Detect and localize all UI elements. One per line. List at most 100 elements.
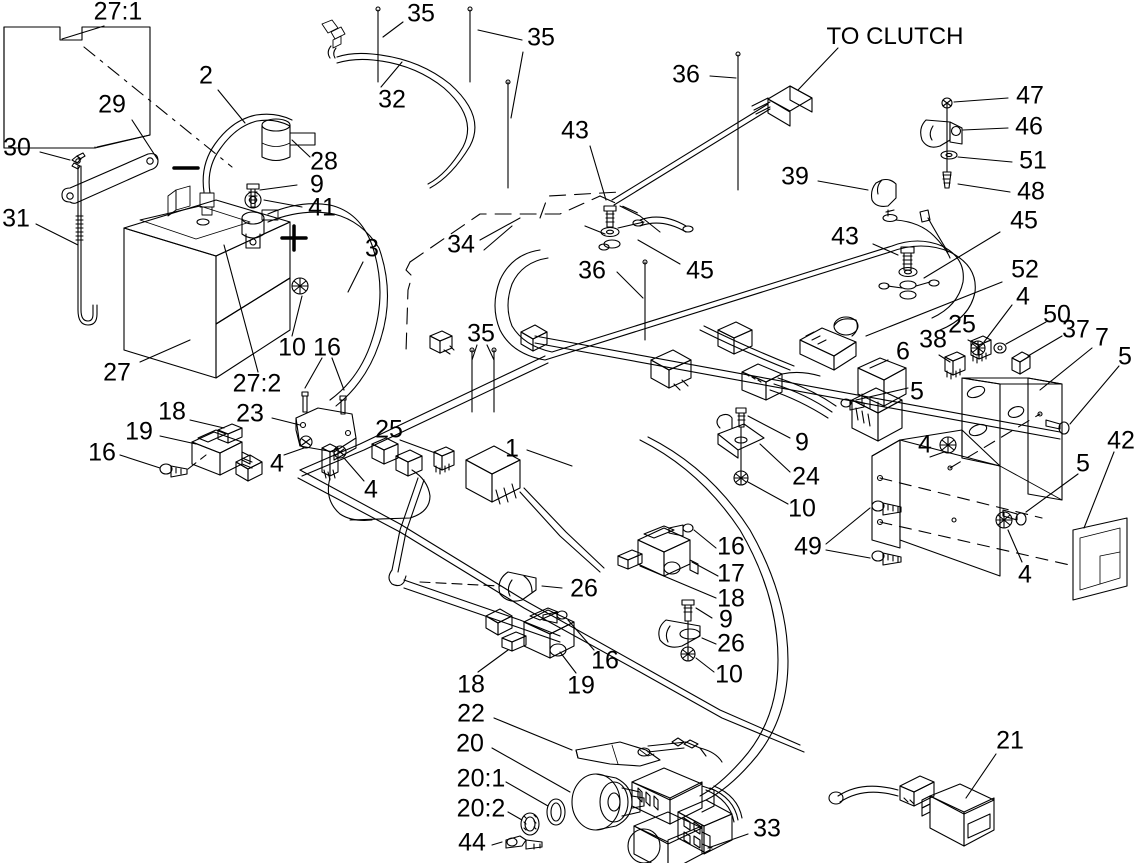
part-22-bar (575, 741, 661, 767)
connector-small-d (650, 349, 692, 391)
part-9-bolt-clamp (735, 407, 747, 483)
leader-4d (283, 447, 305, 456)
leader-33 (707, 833, 749, 849)
callout-c-36b: 36 (578, 256, 606, 285)
callout-c-4c: 4 (1018, 560, 1032, 589)
part-18-terminal-b (617, 549, 643, 570)
connector-small-a (485, 608, 513, 636)
callout-c-29: 29 (98, 90, 126, 119)
leader-26b (701, 637, 717, 645)
callout-c-4b: 4 (918, 430, 932, 459)
callout-c-45b: 45 (1010, 206, 1038, 235)
leader-4b (929, 451, 945, 458)
callout-c-51: 51 (1019, 146, 1047, 175)
callout-c-50: 50 (1043, 300, 1071, 329)
part-36-tie-b (642, 259, 648, 341)
callout-c-16d: 16 (591, 646, 619, 675)
callout-c-18c: 18 (457, 670, 485, 699)
callout-c-17: 17 (717, 559, 745, 588)
leader-42 (1083, 451, 1115, 529)
callout-c-25b: 25 (948, 310, 976, 339)
leader-4a (983, 304, 1013, 343)
callout-c-5c: 5 (1076, 449, 1090, 478)
leader-2 (217, 89, 246, 124)
part-28-cap (261, 118, 316, 162)
part-25-fuse-left (433, 446, 455, 475)
callout-c-27-2: 27:2 (232, 369, 282, 398)
part-43-bolt-left (603, 205, 617, 228)
leader-45a (637, 239, 681, 265)
callout-c-39: 39 (781, 162, 809, 191)
part-16-screws-bracket (301, 391, 347, 415)
part-27-1-cover (3, 26, 151, 149)
leader-5a (1069, 365, 1120, 425)
bracket-mount-dashes (879, 413, 1075, 567)
callout-c-20: 20 (456, 729, 484, 758)
callout-c-16c: 16 (717, 532, 745, 561)
part-34-panel (405, 195, 641, 353)
callout-c-20-1: 20:1 (456, 764, 506, 793)
part-35-tie-b (467, 6, 473, 83)
note-to-clutch: TO CLUTCH (826, 23, 964, 50)
callout-c-20-2: 20:2 (456, 794, 506, 823)
part-16-screw-b (668, 523, 694, 537)
part-4-nut-c (995, 511, 1013, 529)
connector-small-b (235, 454, 263, 482)
part-52-connector (799, 316, 859, 371)
callout-c-27-1: 27:1 (93, 0, 143, 26)
leader-43b (872, 243, 899, 256)
leader-44 (491, 841, 503, 846)
leader-25a (399, 439, 439, 455)
leader-19b (559, 651, 577, 674)
callout-c-21: 21 (996, 726, 1024, 755)
callout-c-35c: 35 (467, 319, 495, 348)
callout-c-35a: 35 (407, 0, 435, 28)
leader-43a (589, 145, 607, 201)
part-21-connector (921, 783, 995, 847)
leader-27-2 (223, 244, 259, 373)
callout-c-35b: 35 (527, 23, 555, 52)
leader-37 (1027, 335, 1063, 357)
leader-9a (259, 184, 298, 191)
leader-10b (747, 481, 789, 505)
callout-c-26b: 26 (717, 629, 745, 658)
part-49-screw-a (871, 500, 902, 516)
part-29-strap (61, 153, 159, 204)
leader-27 (139, 339, 191, 363)
part-16-screw-c (542, 610, 568, 624)
part-41-washer (244, 191, 262, 209)
callout-c-10c: 10 (715, 660, 743, 689)
leader-52 (865, 281, 1003, 337)
leader-26a (541, 585, 563, 589)
callout-c-37: 37 (1062, 315, 1090, 344)
callout-c-19a: 19 (125, 417, 153, 446)
leader-31 (35, 223, 79, 246)
leader-34 (479, 217, 521, 241)
callout-c-1: 1 (505, 434, 519, 463)
callout-c-9c: 9 (719, 605, 733, 634)
leader-35c (471, 344, 495, 361)
part-20-1-ring (546, 798, 566, 826)
part-37-fitting (1011, 351, 1031, 375)
part-32-cable (321, 19, 476, 189)
leader-20-2 (507, 811, 523, 821)
leader-18a (189, 419, 225, 429)
callout-c-47: 47 (1016, 81, 1044, 110)
callout-c-30: 30 (3, 133, 31, 162)
leader-16d (567, 619, 595, 651)
part-26-clamp-lower (658, 619, 701, 648)
leader-3 (347, 261, 364, 293)
leader-18c (477, 649, 509, 673)
part-10-nut-lower (680, 646, 696, 662)
panel-outline-b (539, 191, 621, 219)
part-23-bracket (295, 407, 357, 461)
callout-c-2: 2 (199, 61, 213, 90)
part-19-switch-a (191, 429, 253, 476)
part-27-battery (123, 185, 291, 379)
callout-c-6: 6 (896, 337, 910, 366)
part-46-clamp (920, 119, 963, 148)
assembly-line-27-1 (83, 46, 233, 168)
leader-18b (639, 565, 717, 599)
part-5-screw-a (840, 398, 865, 411)
